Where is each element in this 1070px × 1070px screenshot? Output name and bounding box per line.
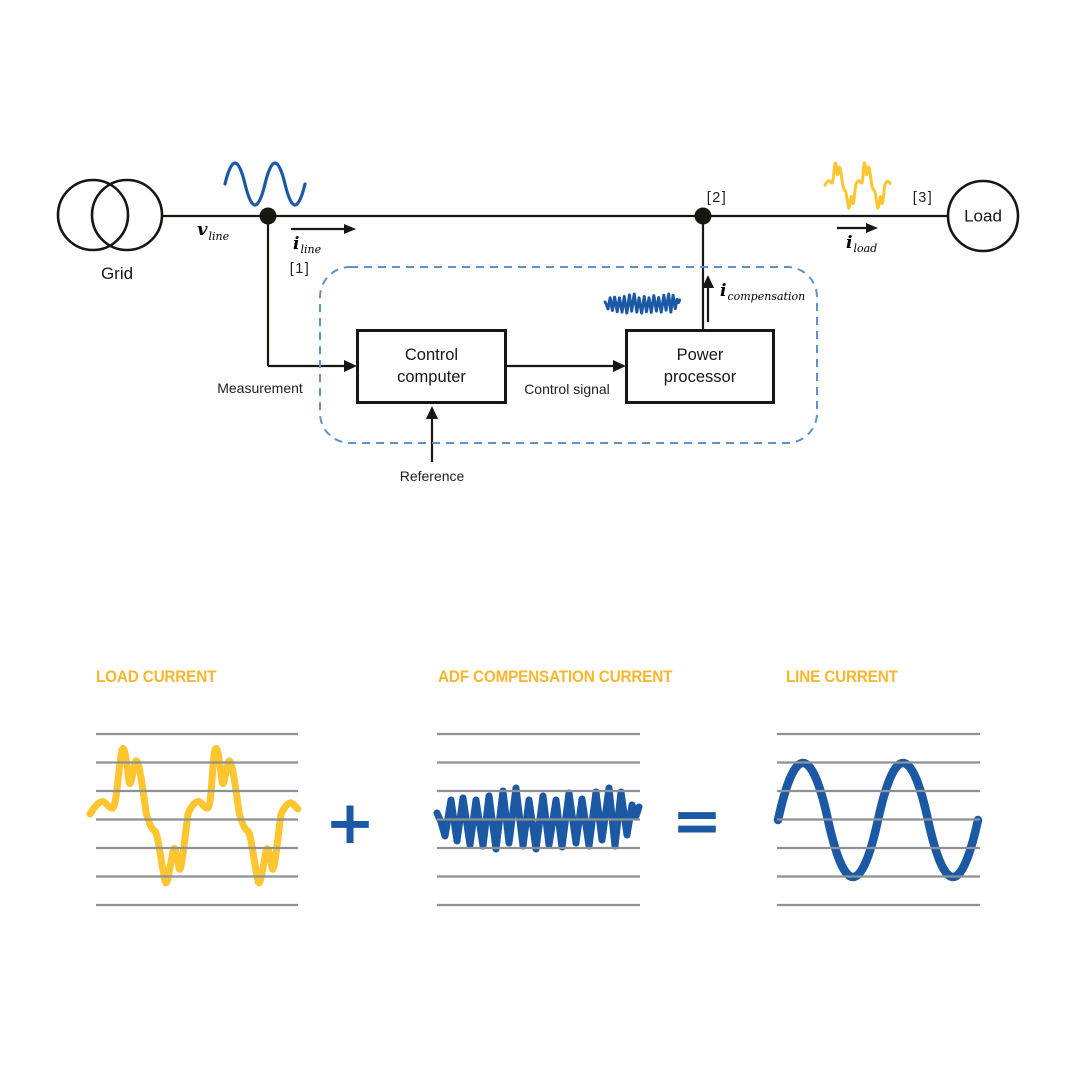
node-3-label: [3]	[912, 189, 934, 206]
junction-dot-2	[694, 207, 712, 225]
v-line-label: vline	[197, 219, 230, 243]
grid-label: Grid	[100, 264, 134, 283]
load-label: Load	[964, 206, 1002, 226]
load-panel-gridlines	[96, 732, 298, 907]
compensation-mini-wave-icon	[603, 292, 682, 315]
junction-dot-1	[259, 207, 277, 225]
i-compensation-label: icompensation	[720, 281, 806, 304]
measurement-arrowhead-icon	[344, 360, 357, 372]
line-panel-gridlines	[777, 732, 980, 907]
i-load-label: iload	[846, 233, 878, 256]
control-signal-arrowhead-icon	[613, 360, 626, 372]
node-2-label: [2]	[706, 189, 728, 206]
arrowheads	[344, 223, 878, 419]
compensation-arrowhead-icon	[702, 275, 714, 288]
control-computer-label: Control computer	[397, 346, 466, 386]
plus-operator: +	[324, 788, 376, 858]
compensation-panel-gridlines	[437, 732, 640, 907]
power-processor-label: Power processor	[663, 346, 737, 386]
load-current-mini-wave-icon	[823, 161, 892, 210]
power-processor-box: Power processor	[625, 329, 775, 404]
line-voltage-wave-icon	[223, 161, 307, 207]
load-current-title: LOAD CURRENT	[96, 667, 217, 686]
grid-symbol-icon	[56, 178, 164, 252]
i-line-label: iline	[293, 234, 322, 257]
reference-arrowhead-icon	[426, 406, 438, 419]
panel-gridlines	[96, 732, 980, 907]
node-1-label: [1]	[289, 260, 311, 277]
control-computer-box: Control computer	[356, 329, 507, 404]
control-signal-label: Control signal	[524, 381, 610, 397]
line-current-title: LINE CURRENT	[786, 667, 898, 686]
i-load-arrowhead-icon	[866, 223, 878, 233]
power-line	[162, 214, 948, 462]
load-current-wave	[86, 745, 302, 887]
equals-operator: =	[671, 786, 723, 856]
measurement-label: Measurement	[217, 380, 303, 396]
adf-compensation-title: ADF COMPENSATION CURRENT	[438, 667, 673, 686]
compensation-current-wave	[433, 784, 643, 853]
reference-label: Reference	[399, 468, 465, 484]
i-line-arrowhead-icon	[344, 224, 356, 234]
